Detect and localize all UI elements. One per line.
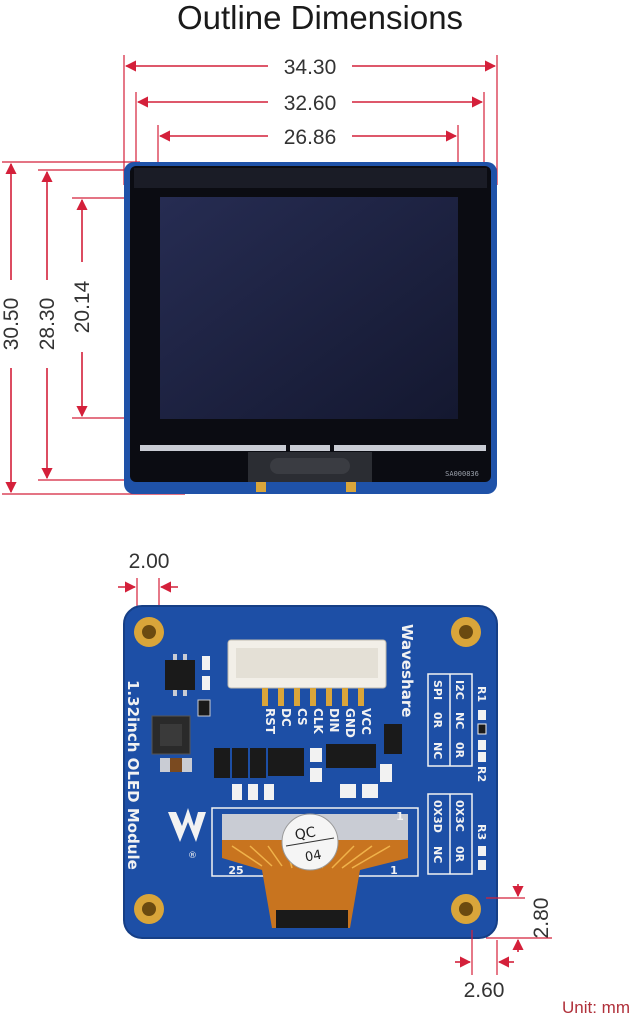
table1-cell-1-1: 0R <box>453 742 466 759</box>
oled-front-module: SA000836 <box>124 162 497 494</box>
table1-cell-0-1: NC <box>453 712 466 729</box>
middle-components <box>214 724 402 800</box>
table2-cell-0-0: NC <box>431 846 444 863</box>
corner-y-label: 2.80 <box>530 898 553 939</box>
height-28-30-label: 28.30 <box>36 298 59 351</box>
fpc-pin-first-top: 1 <box>396 810 404 823</box>
pin-label-vcc: VCC <box>359 708 373 735</box>
table2-cell-0-1: 0R <box>453 846 466 863</box>
qc-line2: 04 <box>304 848 323 866</box>
page-title: Outline Dimensions <box>176 0 464 36</box>
fpc-pin-last-bottom: 25 <box>228 864 243 877</box>
back-view: 2.00 VCC <box>118 550 553 1002</box>
qc-sticker: QC 04 <box>281 813 339 871</box>
waveshare-logo: ® <box>168 808 206 861</box>
oled-screen <box>160 197 458 419</box>
table2-header-0x3d: 0X3D <box>431 800 444 833</box>
fpc-pin-first-bottom: 1 <box>390 864 398 877</box>
pin-label-clk: CLK <box>311 708 325 734</box>
table1-cell-0-0: 0R <box>431 712 444 729</box>
pin-label-din: DIN <box>327 708 341 732</box>
table1-cell-1-0: NC <box>431 742 444 759</box>
mounting-hole-top-left <box>134 617 164 647</box>
jumper-r2-label: R2 <box>475 766 488 782</box>
unit-label: Unit: mm <box>562 998 630 1017</box>
qc-line1: QC <box>294 824 317 843</box>
table1-header-spi: SPI <box>431 680 444 700</box>
width-32-60-label: 32.60 <box>284 92 337 115</box>
pin-label-dc: DC <box>279 708 293 727</box>
module-name-label: 1.32inch OLED Module <box>124 680 142 870</box>
fpc-connector: 1 25 1 <box>211 807 419 928</box>
pin-label-cs: CS <box>295 708 309 726</box>
table1-header-i2c: I2C <box>453 680 466 700</box>
pin-label-rst: RST <box>263 708 277 735</box>
interface-jumper-table: SPI I2C 0R NC NC 0R R1 R2 <box>427 673 488 782</box>
jumper-r3-label: R3 <box>475 824 488 840</box>
height-20-14-label: 20.14 <box>71 280 94 333</box>
width-26-86-label: 26.86 <box>284 126 337 149</box>
pin-header-connector <box>227 639 387 706</box>
brand-label: Waveshare <box>398 624 416 717</box>
svg-text:®: ® <box>188 851 197 861</box>
mounting-hole-bottom-right <box>451 894 481 924</box>
corner-x-label: 2.60 <box>464 979 505 1002</box>
front-view: 34.30 32.60 26.86 30.50 28.30 20.14 SA00 <box>0 55 498 495</box>
pin-label-gnd: GND <box>343 708 357 738</box>
height-30-50-label: 30.50 <box>0 298 23 351</box>
hole-offset-label: 2.00 <box>129 550 170 573</box>
mounting-hole-bottom-left <box>134 894 164 924</box>
mounting-hole-top-right <box>451 617 481 647</box>
left-components <box>151 654 211 772</box>
width-34-30-label: 34.30 <box>284 56 337 79</box>
address-jumper-table: 0X3D 0X3C NC 0R R3 <box>427 793 488 875</box>
pin-labels: VCC GND DIN CLK CS DC RST <box>263 708 373 738</box>
jumper-r1-label: R1 <box>475 686 488 702</box>
table2-header-0x3c: 0X3C <box>453 800 466 832</box>
serial-label: SA000836 <box>445 470 479 478</box>
